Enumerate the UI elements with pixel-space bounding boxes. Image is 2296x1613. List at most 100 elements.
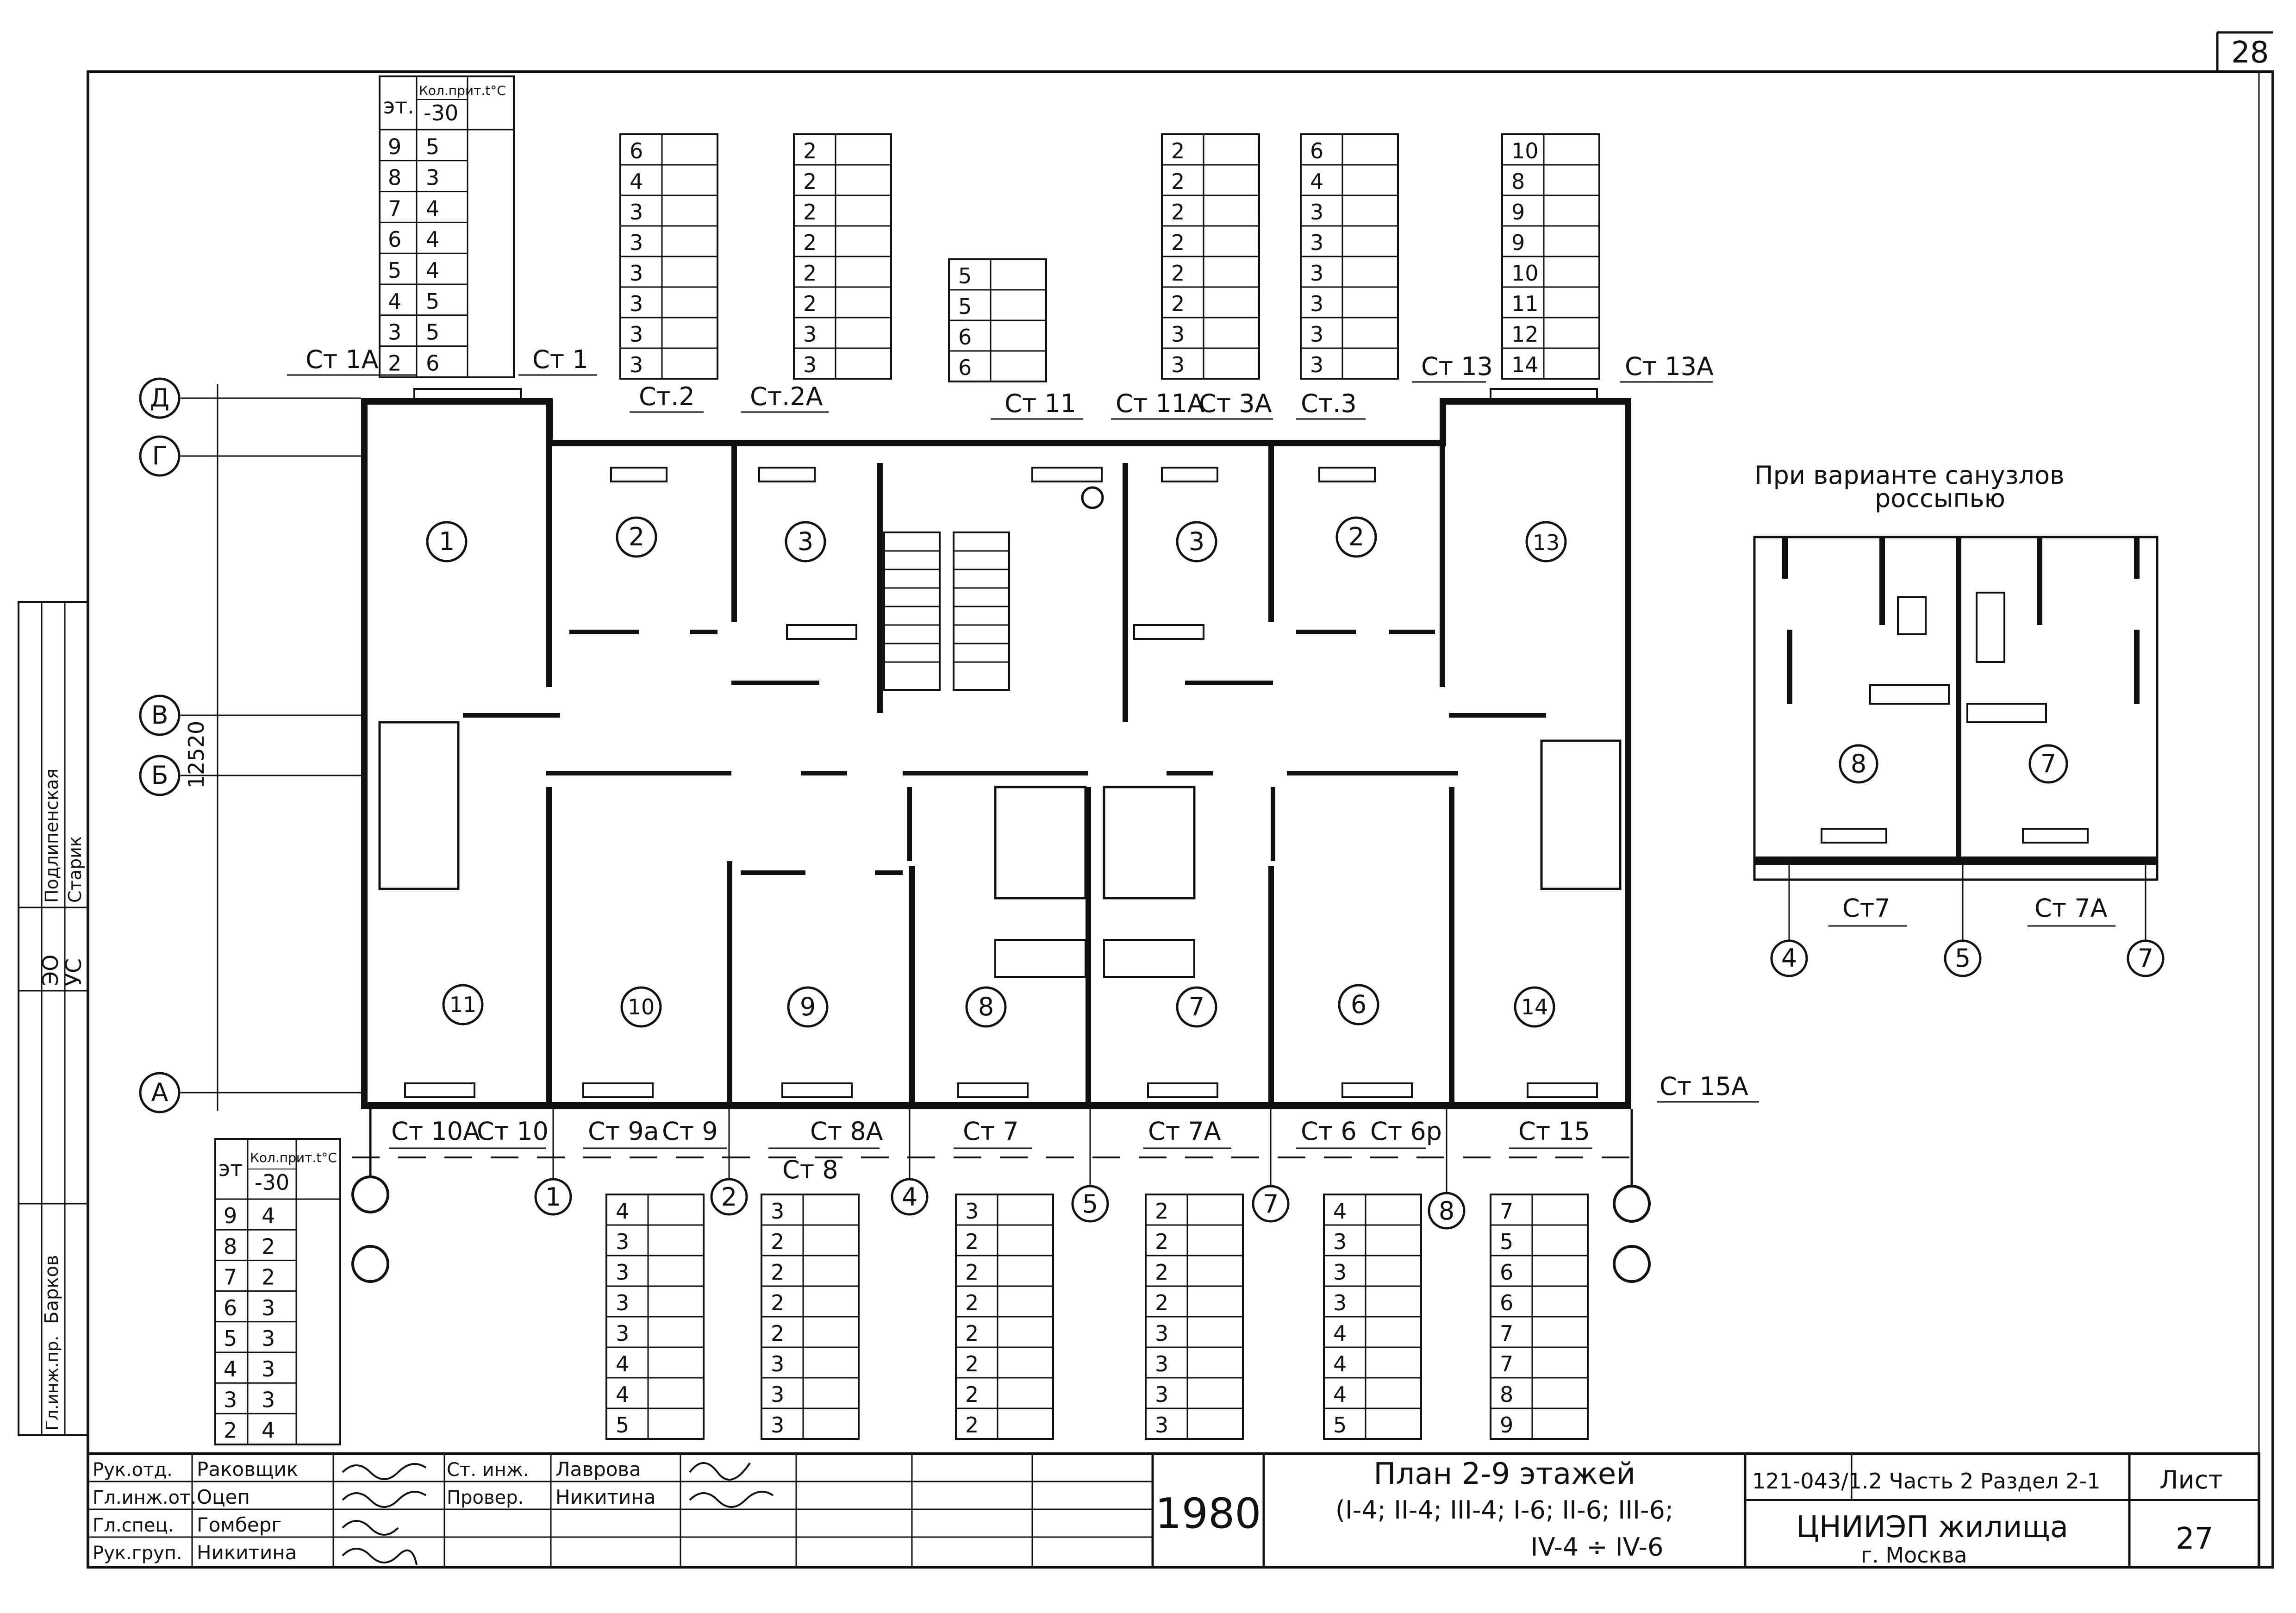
legend-value: 5 [426, 134, 439, 159]
riser-label: Ст 6 [1301, 1117, 1357, 1146]
legend-floor: 4 [388, 289, 401, 314]
stamp-text: Барков [41, 1255, 62, 1324]
doc-code: 121-043/1.2 Часть 2 Раздел 2-1 [1752, 1469, 2101, 1494]
column-value: 3 [771, 1199, 784, 1224]
column-value: 2 [965, 1382, 979, 1407]
organization: ЦНИИЭП жилища [1796, 1510, 2068, 1544]
legend-value: 5 [426, 320, 439, 345]
room-number: 10 [628, 994, 655, 1019]
column-value: 4 [1333, 1382, 1347, 1407]
column-value: 3 [1310, 200, 1323, 225]
legend-floor: 2 [388, 350, 401, 375]
legend-value: 3 [262, 1295, 275, 1320]
riser-label: Ст 15А [1660, 1072, 1748, 1101]
room-number: 9 [800, 992, 816, 1021]
column-value: 8 [1500, 1382, 1513, 1407]
axis-label: В [151, 700, 168, 730]
person-name: Гомберг [197, 1513, 281, 1536]
column-value: 2 [803, 261, 817, 286]
room-number: 2 [1348, 522, 1364, 551]
legend-floor: 4 [224, 1357, 237, 1382]
legend-value: 2 [262, 1265, 275, 1290]
column-value: 2 [965, 1321, 979, 1346]
riser-label: Ст 9 [662, 1117, 718, 1146]
legend-value: 3 [262, 1357, 275, 1382]
legend-floor: 7 [224, 1265, 237, 1290]
column-value: 6 [1500, 1260, 1513, 1285]
column-value: 9 [1511, 200, 1525, 225]
variant-title: При варианте санузлов [1754, 461, 2065, 490]
room-number: 1 [439, 527, 455, 556]
legend-value: 4 [262, 1418, 275, 1443]
riser-label: Ст 8 [782, 1155, 838, 1184]
riser-label: Ст.2 [639, 382, 695, 411]
room-number: 8 [978, 992, 994, 1021]
legend-table-top: эт. Кол.прит.t°С -30 [379, 75, 515, 378]
column-value: 3 [1333, 1290, 1347, 1315]
axis-label: 4 [1781, 944, 1797, 973]
legend-floor: 9 [388, 134, 401, 159]
column-value: 3 [1310, 261, 1323, 286]
column-value: 6 [958, 355, 972, 380]
legend-floor: 8 [388, 165, 401, 190]
column-value: 5 [958, 263, 972, 288]
column-value: 4 [616, 1351, 629, 1376]
column-value: 3 [965, 1199, 979, 1224]
legend-floor: 5 [388, 258, 401, 283]
column-value: 9 [1500, 1413, 1513, 1438]
sheet-corner-number: 28 [2231, 36, 2269, 70]
room-number: 3 [1189, 527, 1204, 556]
axis-label: 8 [1439, 1196, 1454, 1225]
column-value: 4 [1333, 1351, 1347, 1376]
room-number: 2 [629, 522, 644, 551]
column-value: 2 [803, 169, 817, 194]
legend-value: 6 [426, 350, 439, 375]
axis-label: Г [152, 441, 168, 470]
axis-label: Д [150, 383, 169, 413]
plan-subtitle: IV-4 ÷ IV-6 [1531, 1532, 1664, 1562]
column-value: 3 [630, 291, 643, 316]
column-value: 3 [771, 1351, 784, 1376]
legend-floor: 8 [224, 1234, 237, 1259]
column-value: 3 [803, 322, 817, 347]
riser-label: Ст 1А [306, 345, 379, 374]
legend-value: 3 [426, 165, 439, 190]
riser-label: Ст 8А [810, 1117, 883, 1146]
room-number: 7 [2040, 749, 2056, 778]
role-label: Гл.инж.от. [93, 1487, 196, 1508]
column-value: 7 [1500, 1199, 1513, 1224]
riser-label: Ст 11А [1116, 389, 1204, 418]
column-value: 3 [616, 1229, 629, 1254]
column-value: 2 [1155, 1229, 1168, 1254]
legend-value: 4 [426, 258, 439, 283]
column-value: 3 [630, 352, 643, 377]
room-number: 7 [1189, 992, 1204, 1021]
legend-header: -30 [424, 100, 458, 125]
column-value: 3 [1155, 1382, 1168, 1407]
column-value: 7 [1500, 1321, 1513, 1346]
stamp-text: Подлипенская [42, 769, 62, 903]
riser-label: Ст 11 [1004, 389, 1076, 418]
column-value: 3 [803, 352, 817, 377]
plan-title: План 2-9 этажей [1373, 1457, 1635, 1491]
role-label: Рук.отд. [93, 1459, 173, 1481]
column-value: 6 [1310, 138, 1323, 163]
column-value: 9 [1511, 230, 1525, 255]
column-value: 4 [616, 1382, 629, 1407]
stamp-text: УС [61, 958, 86, 986]
column-value: 6 [630, 138, 643, 163]
column-value: 2 [803, 230, 817, 255]
column-value: 6 [958, 325, 972, 350]
column-value: 2 [965, 1351, 979, 1376]
legend-value: 2 [262, 1234, 275, 1259]
